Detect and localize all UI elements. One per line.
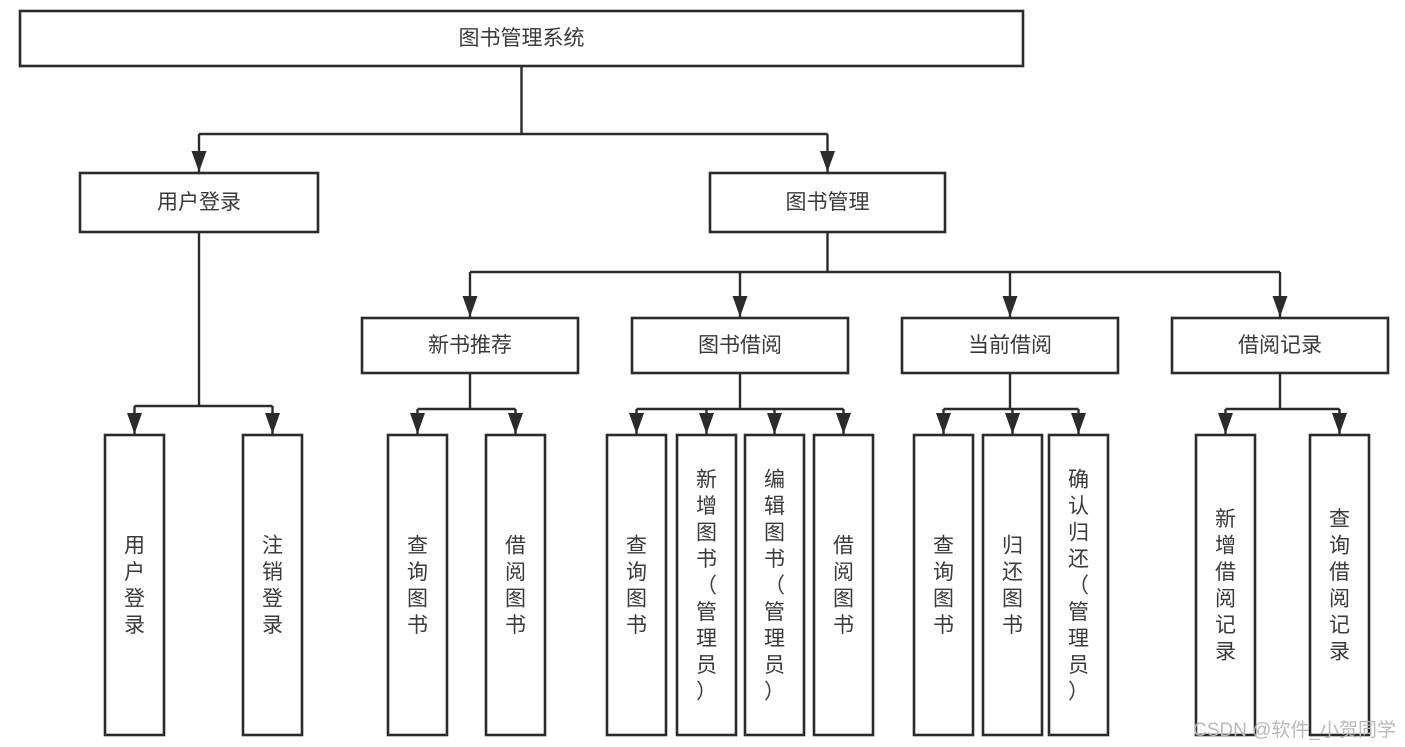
node-root[interactable]: 图书管理系统	[18, 9, 1025, 68]
node-label-leaf-query-book-2: 查询图书	[626, 535, 647, 638]
node-label-leaf-add-record: 新增借阅记录	[1215, 508, 1236, 664]
connectors-layer	[127, 66, 1347, 434]
bookmanage-to-level3-arrow-3	[1272, 296, 1288, 317]
node-box-leaf-user-logout[interactable]	[241, 433, 304, 737]
node-box-leaf-edit-book[interactable]	[743, 433, 806, 737]
bookmanage-to-level3-arrow-0	[462, 296, 478, 317]
node-label-book-manage: 图书管理	[786, 191, 870, 214]
node-leaf-query-record[interactable]: 查询借阅记录	[1308, 433, 1371, 737]
node-user-login[interactable]: 用户登录	[78, 171, 320, 234]
root-to-level2-arrow-1	[820, 151, 835, 172]
node-label-leaf-query-book-3: 查询图书	[933, 535, 954, 638]
node-label-user-login: 用户登录	[157, 191, 241, 214]
node-label-leaf-user-logout: 注销登录	[262, 535, 283, 638]
node-leaf-query-book-3[interactable]: 查询图书	[912, 433, 975, 737]
node-leaf-add-record[interactable]: 新增借阅记录	[1194, 433, 1257, 737]
node-current-borrow[interactable]: 当前借阅	[900, 316, 1120, 375]
node-box-leaf-add-book[interactable]	[675, 433, 738, 737]
current-borrow-to-leaves-arrow-2	[1071, 413, 1086, 434]
new-book-rec-to-leaves-arrow-0	[410, 413, 425, 434]
bookmanage-to-level3-arrow-1	[732, 296, 748, 317]
node-box-root[interactable]	[18, 9, 1025, 68]
node-label-leaf-query-record: 查询借阅记录	[1329, 508, 1350, 664]
node-new-book-rec[interactable]: 新书推荐	[360, 316, 580, 375]
nodes-layer: 图书管理系统用户登录图书管理新书推荐图书借阅当前借阅借阅记录用户登录注销登录查询…	[18, 9, 1390, 737]
root-to-level2-arrow-0	[191, 151, 207, 172]
node-book-borrow[interactable]: 图书借阅	[630, 316, 850, 375]
borrow-record-to-leaves-arrow-0	[1218, 413, 1233, 434]
node-leaf-borrow-book-1[interactable]: 借阅图书	[484, 433, 547, 737]
book-borrow-to-leaves-arrow-2	[767, 413, 782, 434]
node-box-leaf-query-book-1[interactable]	[386, 433, 449, 737]
current-borrow-to-leaves-arrow-1	[1005, 413, 1020, 434]
node-borrow-record[interactable]: 借阅记录	[1170, 316, 1390, 375]
user-login-to-leaves-arrow-0	[127, 413, 142, 434]
book-borrow-to-leaves-arrow-0	[629, 413, 644, 434]
node-label-leaf-user-login: 用户登录	[124, 535, 145, 638]
node-box-leaf-query-book-3[interactable]	[912, 433, 975, 737]
node-box-leaf-user-login[interactable]	[103, 433, 166, 737]
node-box-leaf-borrow-book-2[interactable]	[812, 433, 875, 737]
node-book-manage[interactable]: 图书管理	[708, 171, 947, 234]
node-box-user-login[interactable]	[78, 171, 320, 234]
node-leaf-borrow-book-2[interactable]: 借阅图书	[812, 433, 875, 737]
node-label-leaf-return-book: 归还图书	[1002, 535, 1023, 638]
node-label-root: 图书管理系统	[459, 27, 585, 50]
node-label-new-book-rec: 新书推荐	[428, 334, 512, 357]
book-borrow-to-leaves-arrow-3	[836, 413, 851, 434]
node-box-leaf-add-record[interactable]	[1194, 433, 1257, 737]
node-leaf-user-logout[interactable]: 注销登录	[241, 433, 304, 737]
node-leaf-query-book-2[interactable]: 查询图书	[605, 433, 668, 737]
node-box-book-manage[interactable]	[708, 171, 947, 234]
csdn-watermark: CSDN @软件_小贺同学	[1193, 719, 1396, 741]
node-box-borrow-record[interactable]	[1170, 316, 1390, 375]
book-borrow-to-leaves-arrow-1	[699, 413, 714, 434]
node-label-leaf-edit-book: 编辑图书（管理员）	[764, 468, 785, 703]
node-label-current-borrow: 当前借阅	[968, 334, 1052, 357]
node-label-borrow-record: 借阅记录	[1238, 334, 1322, 357]
node-leaf-edit-book[interactable]: 编辑图书（管理员）	[743, 433, 806, 737]
node-box-current-borrow[interactable]	[900, 316, 1120, 375]
node-box-new-book-rec[interactable]	[360, 316, 580, 375]
bookmanage-to-level3-arrow-2	[1002, 296, 1018, 317]
node-label-leaf-borrow-book-2: 借阅图书	[833, 535, 854, 638]
user-login-to-leaves-arrow-1	[265, 413, 280, 434]
node-label-leaf-borrow-book-1: 借阅图书	[505, 535, 526, 638]
new-book-rec-to-leaves-arrow-1	[508, 413, 523, 434]
node-label-leaf-query-book-1: 查询图书	[407, 535, 428, 638]
node-box-book-borrow[interactable]	[630, 316, 850, 375]
node-label-leaf-confirm-return: 确认归还（管理员）	[1068, 468, 1089, 703]
borrow-record-to-leaves-arrow-1	[1332, 413, 1347, 434]
node-box-leaf-borrow-book-1[interactable]	[484, 433, 547, 737]
node-box-leaf-return-book[interactable]	[981, 433, 1044, 737]
node-box-leaf-confirm-return[interactable]	[1047, 433, 1110, 737]
node-label-leaf-add-book: 新增图书（管理员）	[696, 468, 717, 703]
current-borrow-to-leaves-arrow-0	[936, 413, 951, 434]
node-leaf-return-book[interactable]: 归还图书	[981, 433, 1044, 737]
node-leaf-confirm-return[interactable]: 确认归还（管理员）	[1047, 433, 1110, 737]
node-label-book-borrow: 图书借阅	[698, 334, 782, 357]
node-leaf-add-book[interactable]: 新增图书（管理员）	[675, 433, 738, 737]
node-leaf-user-login[interactable]: 用户登录	[103, 433, 166, 737]
node-box-leaf-query-book-2[interactable]	[605, 433, 668, 737]
node-box-leaf-query-record[interactable]	[1308, 433, 1371, 737]
node-leaf-query-book-1[interactable]: 查询图书	[386, 433, 449, 737]
